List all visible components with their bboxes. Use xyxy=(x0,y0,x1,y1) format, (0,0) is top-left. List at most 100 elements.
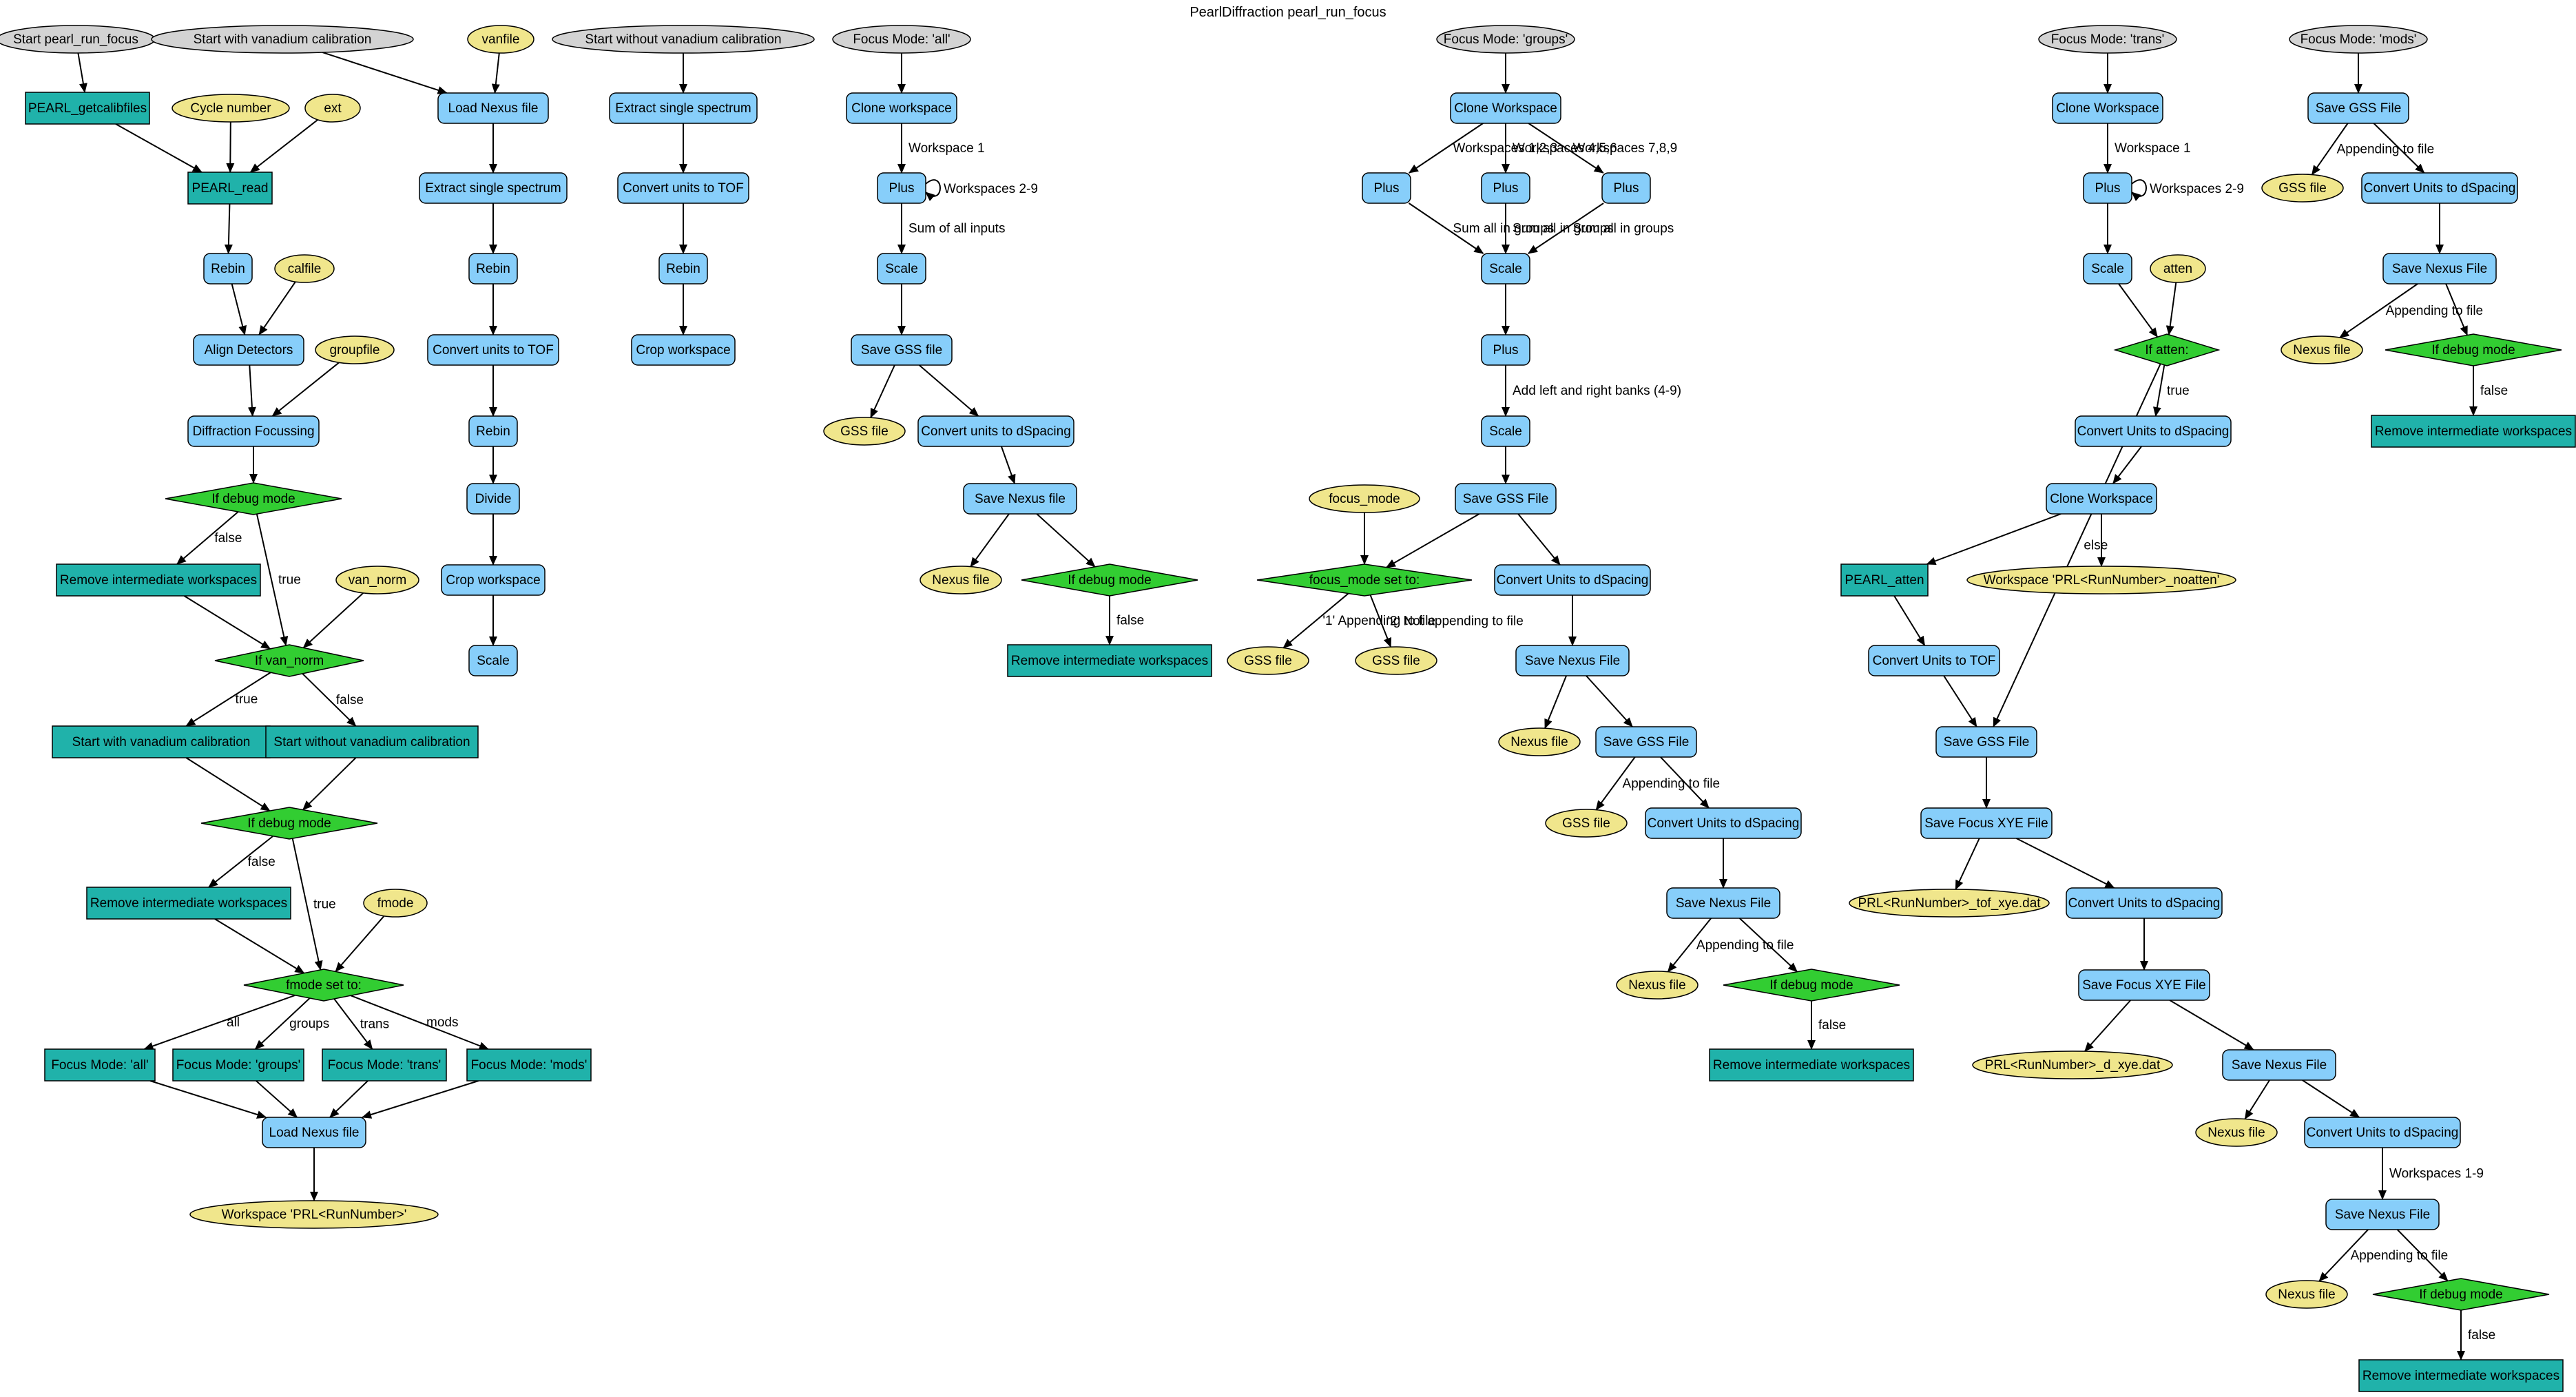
node-crop1: Crop workspace xyxy=(441,564,546,596)
edge-label: true xyxy=(2167,384,2190,398)
edge-label: true xyxy=(236,692,258,707)
node-scale1: Scale xyxy=(468,645,518,676)
node-label: Start without vanadium calibration xyxy=(585,32,781,47)
node-cycle: Cycle number xyxy=(172,94,290,123)
edge-line xyxy=(256,513,289,647)
node-label: Crop workspace xyxy=(446,573,540,588)
node-label: If debug mode xyxy=(2431,343,2515,358)
node-swv: Start with vanadium calibration xyxy=(52,725,271,758)
value-shape xyxy=(172,94,290,123)
value-shape xyxy=(1498,727,1581,756)
edge-line xyxy=(870,364,895,419)
edge-line xyxy=(1408,123,1484,174)
edge-cud_a-to-snx_a xyxy=(1000,446,1016,484)
process-shape xyxy=(1481,334,1530,366)
node-label: Clone Workspace xyxy=(1454,101,1557,116)
edge-plus_a-to-scale_a: Sum of all inputs xyxy=(897,203,1005,254)
node-label: Save Nexus File xyxy=(2392,262,2487,276)
process-shape xyxy=(1515,645,1630,676)
node-label: Convert units to TOF xyxy=(433,343,554,358)
edge-line xyxy=(2311,123,2349,176)
edge-clone_t-to-plus_t: Workspace 1 xyxy=(2104,123,2191,174)
node-label: Remove intermediate workspaces xyxy=(2362,1369,2559,1383)
node-nx-g2: Nexus file xyxy=(1616,971,1699,1000)
edge-plus_a-to-plus_a: Workspaces 2-9 xyxy=(925,179,1038,202)
algorithm-shape xyxy=(44,1048,156,1082)
edge-line xyxy=(1667,918,1712,973)
node-gss-g1: GSS file xyxy=(1227,646,1309,675)
edge-dbg_a-to-rem_a: false xyxy=(1105,596,1144,645)
node-focusmode: focus_mode xyxy=(1309,484,1420,513)
algorithm-shape xyxy=(86,887,291,920)
node-rem-m: Remove intermediate workspaces xyxy=(2371,415,2576,448)
node-gss-g3: GSS file xyxy=(1545,809,1628,838)
node-label: Rebin xyxy=(476,262,510,276)
process-shape xyxy=(877,253,926,284)
edge-line xyxy=(1369,594,1392,648)
value-shape xyxy=(2281,335,2363,364)
edge-snx_g2-to-dbg_g xyxy=(1738,918,1798,973)
edge-line xyxy=(224,203,233,254)
edge-label: Appending to file xyxy=(1696,938,1794,953)
edge-plus_g2-to-scale_g: Sum all in groups xyxy=(1502,203,1614,254)
process-shape xyxy=(468,253,518,284)
node-label: If debug mode xyxy=(2419,1287,2502,1302)
algorithm-shape xyxy=(322,1048,447,1082)
value-shape xyxy=(467,25,534,54)
node-label: Remove intermediate workspaces xyxy=(1713,1058,1910,1073)
process-shape xyxy=(609,92,758,124)
edge-line xyxy=(1385,513,1480,568)
node-cud-t3: Convert Units to dSpacing xyxy=(2304,1117,2461,1148)
node-sxye-t2: Save Focus XYE File xyxy=(2078,969,2210,1001)
process-shape xyxy=(2083,253,2132,284)
edge-calfile-to-align xyxy=(258,281,296,335)
node-ess1: Extract single spectrum xyxy=(419,172,568,204)
node-label: Remove intermediate workspaces xyxy=(1011,654,1208,668)
edge-line xyxy=(322,52,448,94)
edge-ifvan-to-swv: true xyxy=(185,672,271,727)
node-label: Save GSS File xyxy=(1603,735,1690,749)
edge-line xyxy=(335,915,385,973)
edge-line xyxy=(1926,513,2061,566)
value-shape xyxy=(1616,971,1699,1000)
decision-shape xyxy=(1021,563,1198,597)
edge-rebin1-to-align xyxy=(231,283,247,335)
process-shape xyxy=(419,172,568,204)
process-shape xyxy=(1595,726,1697,758)
decision-shape xyxy=(1256,563,1473,597)
process-shape xyxy=(2361,172,2518,204)
node-label: Save Nexus file xyxy=(975,492,1066,506)
edge-label: Workspaces 7,8,9 xyxy=(1573,141,1678,156)
node-cut1: Convert units to TOF xyxy=(427,334,559,366)
node-cud-g: Convert Units to dSpacing xyxy=(1494,564,1651,596)
node-rebin3: Rebin xyxy=(468,415,518,447)
process-shape xyxy=(851,334,953,366)
node-label: Save Focus XYE File xyxy=(1924,816,2048,831)
edge-fmset_g-to-gss_g2: '2' Not appending to file xyxy=(1369,594,1524,648)
edge-snx_g-to-nx_g xyxy=(1544,675,1567,729)
edge-line xyxy=(333,998,373,1050)
edge-line xyxy=(2318,1229,2369,1282)
decision-shape xyxy=(214,644,364,677)
node-ifatten: If atten: xyxy=(2113,333,2221,366)
edge-swv-to-dbg2 xyxy=(185,757,271,811)
process-shape xyxy=(1645,807,1802,839)
node-label: Focus Mode: 'mods' xyxy=(471,1058,588,1073)
node-gss-a: GSS file xyxy=(823,417,906,446)
node-rem2: Remove intermediate workspaces xyxy=(86,887,291,920)
node-atten: atten xyxy=(2150,254,2206,283)
decision-shape xyxy=(1723,969,1900,1002)
edge-groupfile-to-difoc xyxy=(271,362,340,417)
edge-line xyxy=(1036,513,1096,568)
node-fmode: fmode xyxy=(363,889,428,918)
edge-line xyxy=(2373,123,2425,174)
process-shape xyxy=(427,334,559,366)
node-rebin2: Rebin xyxy=(468,253,518,284)
process-shape xyxy=(466,483,520,515)
start-shape xyxy=(552,25,815,54)
edge-dbg_t-to-rem_t: false xyxy=(2457,1310,2495,1360)
process-shape xyxy=(2382,253,2497,284)
process-shape xyxy=(1868,645,2000,676)
edge-label: Appending to file xyxy=(2337,142,2435,156)
process-shape xyxy=(437,92,549,124)
